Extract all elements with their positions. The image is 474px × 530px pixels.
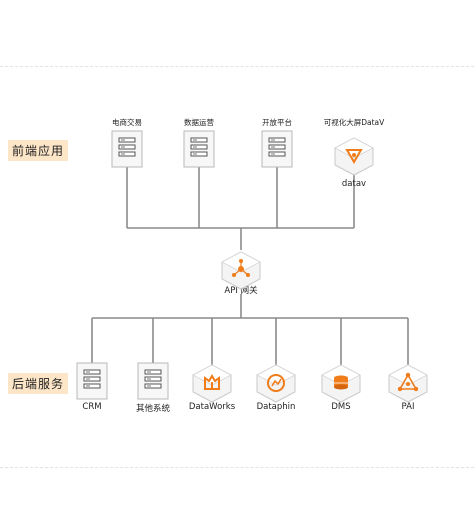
frontend-app-label: 电商交易 (112, 118, 142, 127)
server-icon (111, 130, 143, 168)
pai-icon (388, 364, 428, 403)
backend-service-label: DataWorks (188, 402, 236, 412)
dms-icon (321, 364, 361, 403)
server-icon (183, 130, 215, 168)
backend-service-label: DMS (331, 402, 351, 412)
gateway-icon (221, 251, 261, 290)
backend-service-label: CRM (82, 402, 102, 412)
frontend-app-label: 数据运营 (184, 118, 214, 127)
gateway-label: API 网关 (224, 286, 258, 296)
bottom-divider (0, 467, 474, 468)
server-icon (261, 130, 293, 168)
dataworks-icon (192, 364, 232, 403)
frontend-app-label: 开放平台 (262, 118, 292, 127)
backend-service-label: PAI (401, 402, 415, 412)
dataphin-icon (256, 364, 296, 403)
datav-icon (334, 137, 374, 176)
server-icon (76, 362, 108, 400)
datav-caption: datav (341, 179, 367, 189)
backend-section-label: 后端服务 (8, 373, 69, 394)
backend-service-label: 其他系统 (135, 404, 171, 414)
frontend-section-label: 前端应用 (8, 140, 69, 161)
frontend-app-label: 可视化大屏DataV (323, 118, 385, 127)
backend-service-label: Dataphin (256, 402, 296, 412)
server-icon (137, 362, 169, 400)
top-divider (0, 66, 474, 67)
